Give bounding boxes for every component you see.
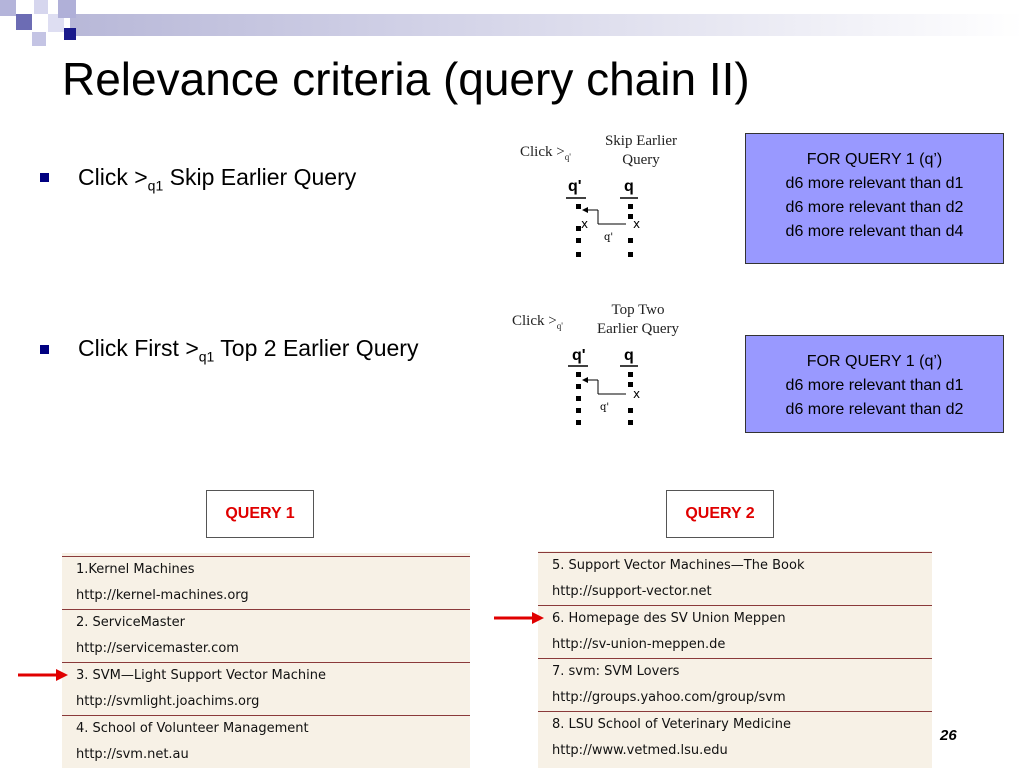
list-item: 3. SVM—Light Support Vector Machine http… [62, 662, 470, 715]
bullet-subscript: q1 [198, 348, 215, 365]
result-title[interactable]: 1.Kernel Machines [76, 562, 195, 577]
box-line: d6 more relevant than d2 [785, 199, 964, 216]
mark-x: x [633, 387, 640, 401]
result-title[interactable]: 2. ServiceMaster [76, 615, 185, 630]
decor-square [48, 14, 64, 32]
figure-col-left: q' [568, 178, 582, 195]
list-item: 8. LSU School of Veterinary Medicine htt… [538, 711, 932, 764]
result-url[interactable]: http://svmlight.joachims.org [76, 694, 260, 709]
header-gradient-bar [70, 14, 1024, 36]
relevance-box: FOR QUERY 1 (q’) d6 more relevant than d… [745, 133, 1004, 264]
figure-col-right: q [624, 178, 634, 195]
decor-square [58, 0, 76, 18]
result-url[interactable]: http://www.vetmed.lsu.edu [552, 743, 728, 758]
bullet-marker [40, 173, 49, 182]
top-two-diagram: x q' [568, 365, 640, 425]
bullet-marker [40, 345, 49, 354]
slide-title: Relevance criteria (query chain II) [62, 53, 750, 105]
result-url[interactable]: http://support-vector.net [552, 584, 712, 599]
result-title[interactable]: 6. Homepage des SV Union Meppen [552, 611, 786, 626]
bullet-item: Click >q1 Skip Earlier Query [78, 164, 356, 194]
bullet-suffix: Top 2 Earlier Query [214, 335, 419, 361]
query2-label: QUERY 2 [666, 490, 774, 538]
decor-square [0, 0, 16, 16]
result-url[interactable]: http://svm.net.au [76, 747, 189, 762]
result-url[interactable]: http://sv-union-meppen.de [552, 637, 726, 652]
result-url[interactable]: http://groups.yahoo.com/group/svm [552, 690, 786, 705]
relevance-box: FOR QUERY 1 (q’) d6 more relevant than d… [745, 335, 1004, 433]
result-url[interactable]: http://kernel-machines.org [76, 588, 249, 603]
box-line: d6 more relevant than d1 [785, 175, 964, 192]
figure-title: Top Two Earlier Query [596, 302, 680, 337]
figure-click-label: Click >q' [520, 144, 571, 162]
box-line: FOR QUERY 1 (q’) [806, 353, 943, 370]
list-item: 1.Kernel Machines http://kernel-machines… [62, 556, 470, 609]
page-number: 26 [940, 727, 957, 744]
red-arrow-icon [18, 669, 68, 681]
bullet-prefix: Click First > [78, 335, 199, 361]
mark-x: x [633, 217, 640, 231]
result-title[interactable]: 3. SVM—Light Support Vector Machine [76, 668, 326, 683]
red-arrow-icon [494, 612, 544, 624]
result-title[interactable]: 8. LSU School of Veterinary Medicine [552, 717, 792, 732]
decor-square [64, 28, 76, 40]
decor-square [16, 14, 32, 30]
box-line: d6 more relevant than d2 [785, 401, 964, 418]
decor-square [34, 0, 48, 14]
result-title[interactable]: 4. School of Volunteer Management [76, 721, 309, 736]
result-title[interactable]: 5. Support Vector Machines—The Book [552, 558, 805, 573]
bullet-prefix: Click > [78, 164, 148, 190]
query2-results: 5. Support Vector Machines—The Book http… [538, 551, 932, 768]
result-title[interactable]: 7. svm: SVM Lovers [552, 664, 680, 679]
list-item: 2. ServiceMaster http://servicemaster.co… [62, 609, 470, 662]
box-line: d6 more relevant than d1 [785, 377, 964, 394]
skip-earlier-diagram: x x q' [566, 197, 640, 257]
figure-title: Skip Earlier Query [604, 133, 678, 168]
list-item: 6. Homepage des SV Union Meppen http://s… [538, 605, 932, 658]
figure-col-right: q [624, 347, 634, 364]
arrow-label: q' [600, 402, 609, 413]
list-item: 5. Support Vector Machines—The Book http… [538, 552, 932, 605]
bullet-item: Click First >q1 Top 2 Earlier Query [78, 335, 418, 365]
bullet-suffix: Skip Earlier Query [163, 164, 357, 190]
mark-x: x [581, 217, 588, 231]
query1-label: QUERY 1 [206, 490, 314, 538]
figure-click-label: Click >q' [512, 313, 563, 331]
query1-results: 1.Kernel Machines http://kernel-machines… [62, 553, 470, 768]
arrow-label: q' [604, 232, 613, 243]
result-url[interactable]: http://servicemaster.com [76, 641, 239, 656]
bullet-subscript: q1 [147, 177, 164, 194]
list-item: 4. School of Volunteer Management http:/… [62, 715, 470, 768]
list-item: 7. svm: SVM Lovers http://groups.yahoo.c… [538, 658, 932, 711]
figure-col-left: q' [572, 347, 586, 364]
box-line: d6 more relevant than d4 [785, 223, 964, 240]
decor-square [32, 32, 46, 46]
box-line: FOR QUERY 1 (q’) [806, 151, 943, 168]
